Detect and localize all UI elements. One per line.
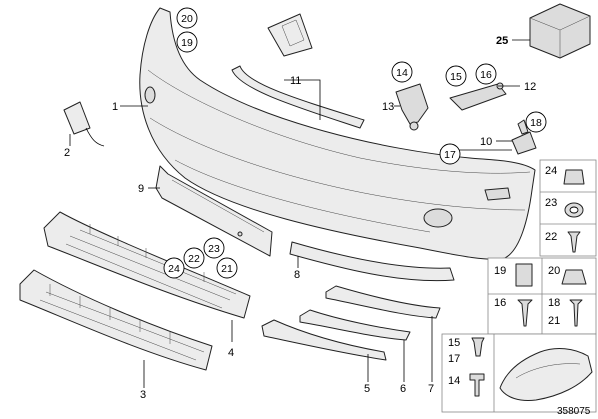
label-5: 5 xyxy=(364,383,370,395)
circled-21: 21 xyxy=(221,263,233,275)
label-2: 2 xyxy=(64,147,70,159)
deflector-5[interactable] xyxy=(261,319,387,361)
grille-carrier[interactable] xyxy=(43,211,251,319)
label-9: 9 xyxy=(138,183,144,195)
washer-nozzle[interactable] xyxy=(511,119,537,155)
deflector-6[interactable] xyxy=(299,309,411,341)
fastener-table: 24 23 22 19 20 16 18 21 15 17 14 xyxy=(441,159,597,413)
rivet-15 xyxy=(471,337,485,357)
part-labels: 1 2 3 4 5 6 7 8 9 10 11 12 13 xyxy=(64,75,536,401)
circled-14: 14 xyxy=(396,67,408,79)
label-6: 6 xyxy=(400,383,406,395)
circled-19: 19 xyxy=(181,37,193,49)
repair-kit-box[interactable] xyxy=(529,3,591,59)
kit-label: 25 xyxy=(496,35,508,47)
tow-hook-cover[interactable] xyxy=(63,101,105,147)
table-15: 15 xyxy=(448,337,460,349)
trim-strip[interactable] xyxy=(231,65,365,129)
bumper-cover[interactable] xyxy=(139,7,536,260)
screw-18 xyxy=(569,299,583,327)
table-22: 22 xyxy=(545,231,557,243)
label-3: 3 xyxy=(140,389,146,401)
circled-23: 23 xyxy=(208,243,220,255)
label-10: 10 xyxy=(480,136,492,148)
table-19: 19 xyxy=(494,265,506,277)
table-14: 14 xyxy=(448,375,460,387)
table-21: 21 xyxy=(548,315,560,327)
label-7: 7 xyxy=(428,383,434,395)
screw-16 xyxy=(517,299,533,327)
table-23: 23 xyxy=(545,197,557,209)
bracket-left[interactable] xyxy=(395,83,429,131)
car-silhouette-icon xyxy=(499,348,593,401)
label-4: 4 xyxy=(228,347,234,359)
label-12: 12 xyxy=(524,81,536,93)
leader-lines xyxy=(69,39,530,388)
clip-detail[interactable] xyxy=(267,13,313,57)
table-17: 17 xyxy=(448,353,460,365)
table-16: 16 xyxy=(494,297,506,309)
circled-16: 16 xyxy=(480,69,492,81)
circled-22: 22 xyxy=(188,253,200,265)
lower-support[interactable] xyxy=(19,269,213,371)
deflector-7[interactable] xyxy=(325,285,441,319)
table-24: 24 xyxy=(545,165,557,177)
circled-labels: 20 19 14 15 16 18 17 23 22 24 21 xyxy=(163,7,547,279)
circled-15: 15 xyxy=(450,71,462,83)
screw-22 xyxy=(567,231,581,253)
circled-24: 24 xyxy=(168,263,180,275)
bracket-right[interactable] xyxy=(449,82,507,111)
document-id: 358075 xyxy=(557,406,591,417)
label-13: 13 xyxy=(382,101,394,113)
table-18: 18 xyxy=(548,297,560,309)
label-1: 1 xyxy=(112,101,118,113)
nut-20 xyxy=(561,269,587,285)
table-20: 20 xyxy=(548,265,560,277)
spoiler-strip[interactable] xyxy=(289,241,455,282)
circled-20: 20 xyxy=(181,13,193,25)
circled-18: 18 xyxy=(530,117,542,129)
label-11: 11 xyxy=(290,75,301,87)
clip-19 xyxy=(515,263,533,287)
bolt-14 xyxy=(469,373,485,397)
label-8: 8 xyxy=(294,269,300,281)
circled-17: 17 xyxy=(444,149,456,161)
cap-nut xyxy=(563,169,585,185)
